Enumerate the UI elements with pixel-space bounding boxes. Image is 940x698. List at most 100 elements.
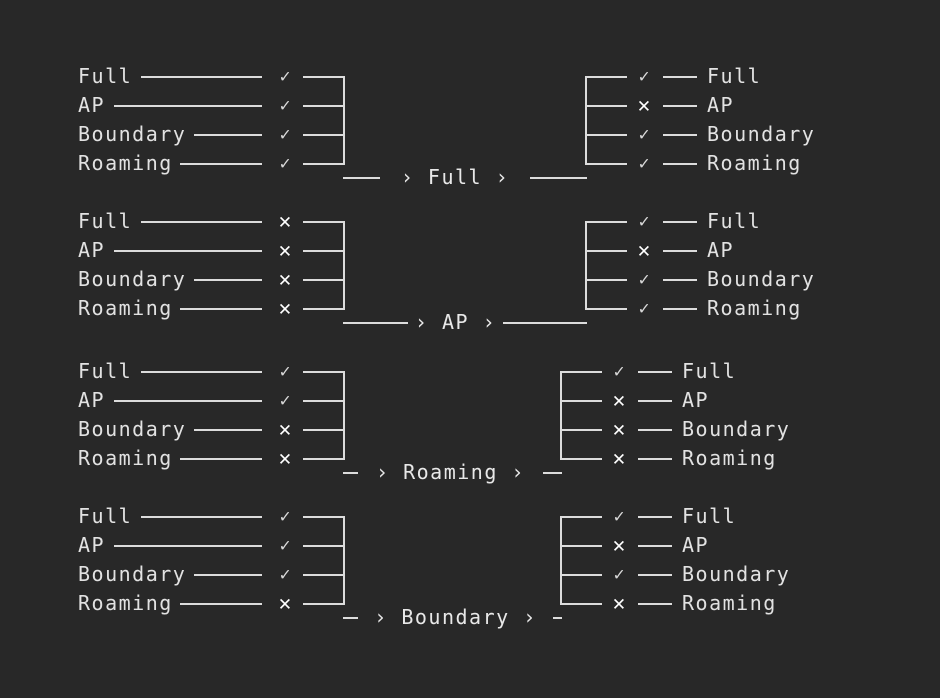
right-bracket-stub xyxy=(585,134,627,136)
input-connector-line xyxy=(193,429,262,431)
output-check-icon: ✓ xyxy=(638,269,650,290)
condition-row: AP✕✕AP xyxy=(0,236,940,265)
input-mark: ✕ xyxy=(270,236,300,265)
input-connector-line xyxy=(180,163,262,165)
input-check-icon: ✓ xyxy=(279,390,291,411)
right-bracket-stub xyxy=(585,76,627,78)
output-connector-line xyxy=(638,603,672,605)
input-cross-icon: ✕ xyxy=(278,267,292,291)
input-label-full: Full xyxy=(78,209,133,233)
output-label-boundary: Boundary xyxy=(682,417,791,441)
input-check-icon: ✓ xyxy=(279,564,291,585)
output-mark: ✓ xyxy=(629,207,659,236)
left-bracket-stub xyxy=(303,76,345,78)
input-mark: ✓ xyxy=(270,531,300,560)
flow-line-out xyxy=(503,322,587,324)
output-connector-line xyxy=(663,134,697,136)
output-label-boundary: Boundary xyxy=(707,267,816,291)
output-label-full: Full xyxy=(707,209,762,233)
input-connector-line xyxy=(140,516,262,518)
condition-row: Full✓✓Full xyxy=(0,62,940,91)
condition-row: Roaming✕✕Roaming xyxy=(0,444,940,473)
input-cross-icon: ✕ xyxy=(278,209,292,233)
output-mark: ✓ xyxy=(604,357,634,386)
right-bracket-stub xyxy=(560,516,602,518)
input-label-boundary: Boundary xyxy=(78,267,187,291)
flow-line-in xyxy=(343,177,380,179)
input-label-full: Full xyxy=(78,504,133,528)
output-connector-line xyxy=(663,250,697,252)
output-check-icon: ✓ xyxy=(613,564,625,585)
condition-row: Roaming✕✓Roaming xyxy=(0,294,940,323)
input-label-ap: AP xyxy=(78,238,106,262)
state-label-ap: › AP › xyxy=(414,310,497,334)
output-mark: ✓ xyxy=(629,149,659,178)
input-label-ap: AP xyxy=(78,388,106,412)
input-mark: ✓ xyxy=(270,386,300,415)
output-mark: ✕ xyxy=(604,415,634,444)
input-label-full: Full xyxy=(78,359,133,383)
condition-row: AP ✓ ✕ AP xyxy=(0,531,940,560)
input-mark: ✓ xyxy=(270,62,300,91)
input-connector-line xyxy=(114,400,262,402)
output-mark: ✓ xyxy=(604,560,634,589)
flow-line-in xyxy=(343,617,358,619)
left-bracket-stub xyxy=(303,574,345,576)
output-check-icon: ✓ xyxy=(613,506,625,527)
output-check-icon: ✓ xyxy=(638,124,650,145)
flow-line-out xyxy=(530,177,587,179)
left-bracket-stub xyxy=(303,163,345,165)
output-connector-line xyxy=(638,458,672,460)
output-cross-icon: ✕ xyxy=(612,533,626,557)
right-bracket-stub xyxy=(560,458,602,460)
right-bracket-spine xyxy=(585,76,587,163)
output-label-ap: AP xyxy=(682,533,710,557)
left-bracket-stub xyxy=(303,429,345,431)
output-cross-icon: ✕ xyxy=(637,238,651,262)
input-mark: ✓ xyxy=(270,120,300,149)
output-mark: ✕ xyxy=(604,531,634,560)
input-connector-line xyxy=(193,134,262,136)
left-bracket-stub xyxy=(303,516,345,518)
output-mark: ✕ xyxy=(604,589,634,618)
input-mark: ✕ xyxy=(270,294,300,323)
left-bracket-spine xyxy=(343,76,345,163)
input-mark: ✓ xyxy=(270,502,300,531)
input-cross-icon: ✕ xyxy=(278,591,292,615)
output-cross-icon: ✕ xyxy=(612,417,626,441)
input-label-ap: AP xyxy=(78,93,106,117)
output-connector-line xyxy=(638,574,672,576)
left-bracket-stub xyxy=(303,250,345,252)
input-label-boundary: Boundary xyxy=(78,417,187,441)
output-connector-line xyxy=(638,545,672,547)
left-bracket-stub xyxy=(303,458,345,460)
input-mark: ✓ xyxy=(270,560,300,589)
input-connector-line xyxy=(140,76,262,78)
output-connector-line xyxy=(663,76,697,78)
input-mark: ✕ xyxy=(270,444,300,473)
right-bracket-stub xyxy=(585,221,627,223)
right-bracket-stub xyxy=(585,308,627,310)
output-check-icon: ✓ xyxy=(638,298,650,319)
condition-row: Full✓✓Full xyxy=(0,502,940,531)
left-bracket-stub xyxy=(303,371,345,373)
right-bracket-stub xyxy=(585,250,627,252)
input-check-icon: ✓ xyxy=(279,506,291,527)
condition-row: Full ✕ ✓ Full xyxy=(0,207,940,236)
input-label-full: Full xyxy=(78,64,133,88)
left-bracket-stub xyxy=(303,105,345,107)
state-label-full: › Full › xyxy=(400,165,510,189)
input-label-roaming: Roaming xyxy=(78,591,173,615)
output-mark: ✓ xyxy=(629,120,659,149)
right-bracket-stub xyxy=(560,429,602,431)
output-mark: ✓ xyxy=(604,502,634,531)
input-label-ap: AP xyxy=(78,533,106,557)
condition-row: Full✓✓Full xyxy=(0,357,940,386)
left-bracket-stub xyxy=(303,279,345,281)
input-label-roaming: Roaming xyxy=(78,446,173,470)
output-check-icon: ✓ xyxy=(638,66,650,87)
state-label-boundary: › Boundary › xyxy=(374,605,537,629)
